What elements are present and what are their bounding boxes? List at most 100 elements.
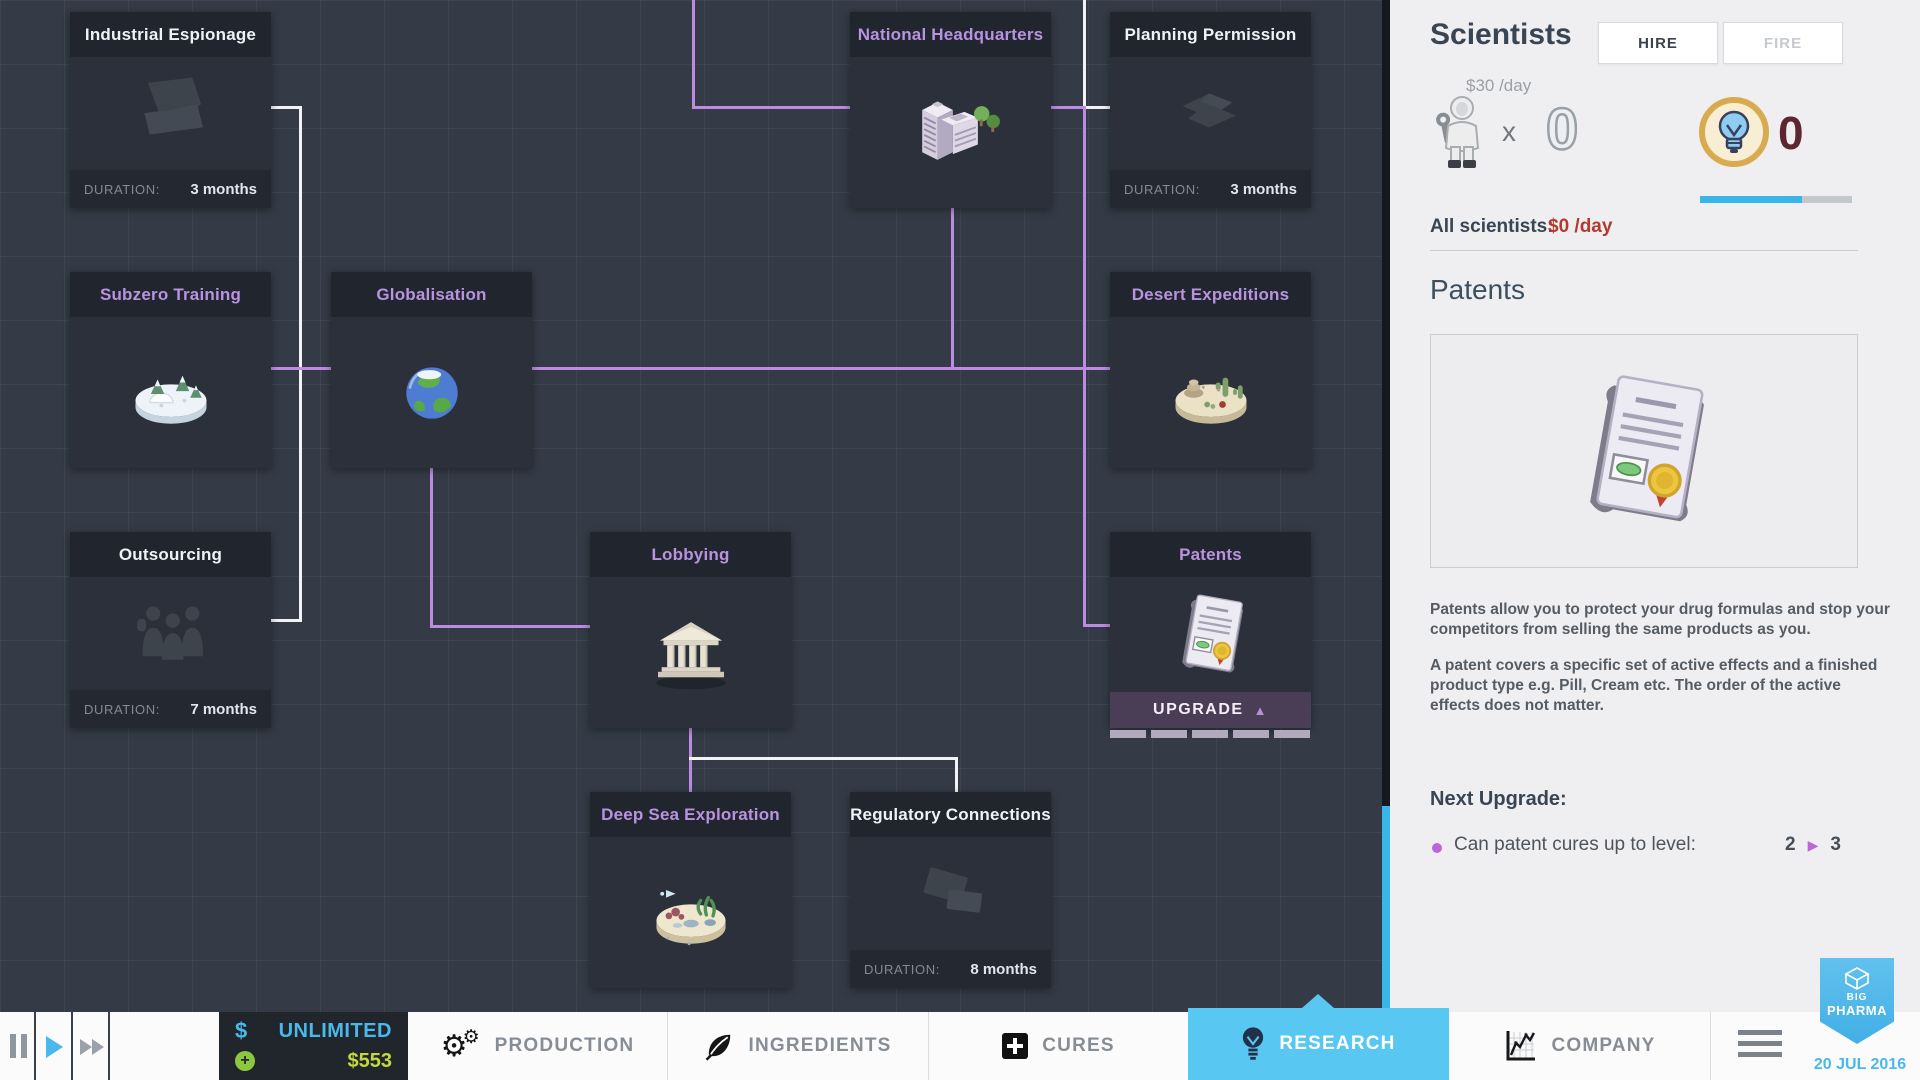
description-paragraph-2: A patent covers a specific set of active… bbox=[1430, 657, 1878, 714]
research-node-lobbying[interactable]: Lobbying bbox=[590, 532, 791, 728]
add-funds-icon: + bbox=[235, 1051, 255, 1071]
bulb-medal-icon bbox=[1699, 97, 1769, 167]
node-title: Globalisation bbox=[376, 284, 487, 304]
separator bbox=[71, 1012, 73, 1080]
research-node-regulatory-connections[interactable]: Regulatory Connections DURATION: 8 month… bbox=[850, 792, 1051, 988]
game-date: 20 JUL 2016 bbox=[1813, 1056, 1907, 1073]
snow-island-icon bbox=[134, 375, 207, 424]
separator bbox=[1710, 1012, 1711, 1080]
connector-line bbox=[692, 0, 695, 109]
upgrade-arrow-icon: ▲ bbox=[1253, 702, 1268, 718]
all-scientists-cost: $0 /day bbox=[1548, 216, 1613, 237]
upgrade-button[interactable]: UPGRADE ▲ bbox=[1110, 692, 1311, 728]
patent-illustration-box bbox=[1430, 334, 1858, 568]
tab-ingredients[interactable]: INGREDIENTS bbox=[668, 1012, 928, 1080]
menu-button[interactable] bbox=[1738, 1030, 1782, 1057]
fast-forward-icon bbox=[92, 1039, 104, 1055]
upgrade-label: UPGRADE bbox=[1153, 701, 1244, 718]
connector-line bbox=[1083, 106, 1086, 627]
duration-value: 3 months bbox=[1230, 180, 1297, 198]
connector-line bbox=[1086, 106, 1110, 109]
all-scientists-label: All scientists: bbox=[1430, 216, 1554, 237]
research-progress-fill bbox=[1700, 196, 1802, 203]
leaf-icon bbox=[706, 1034, 731, 1061]
budget-value: UNLIMITED bbox=[278, 1019, 392, 1042]
multiply-sign: x bbox=[1502, 116, 1516, 147]
documents-icon bbox=[923, 866, 982, 913]
cross-icon bbox=[1002, 1033, 1029, 1059]
chart-icon bbox=[1506, 1031, 1536, 1061]
research-node-outsourcing[interactable]: Outsourcing DURATION: 7 months bbox=[70, 532, 271, 728]
duration-label: DURATION: bbox=[84, 701, 160, 717]
connector-line bbox=[1051, 106, 1083, 109]
research-node-deep-sea-exploration[interactable]: Deep Sea Exploration bbox=[590, 792, 791, 988]
research-node-planning-permission[interactable]: Planning Permission DURATION: 3 months bbox=[1110, 12, 1311, 208]
globe-icon bbox=[405, 366, 458, 419]
node-title: Lobbying bbox=[651, 544, 730, 564]
connector-line bbox=[299, 106, 302, 622]
sea-island-icon bbox=[655, 889, 726, 945]
patent-document-icon bbox=[1181, 594, 1243, 673]
node-title: Desert Expeditions bbox=[1131, 284, 1290, 304]
research-node-national-headquarters[interactable]: National Headquarters bbox=[850, 12, 1051, 208]
node-title: National Headquarters bbox=[857, 24, 1044, 44]
research-points-count: 0 bbox=[1778, 107, 1804, 159]
patents-upgrade-progress bbox=[1110, 730, 1311, 738]
fast-forward-button[interactable] bbox=[80, 1039, 104, 1055]
cube-icon bbox=[1844, 967, 1870, 990]
research-node-subzero-training[interactable]: Subzero Training bbox=[70, 272, 271, 468]
tab-company[interactable]: COMPANY bbox=[1449, 1012, 1710, 1080]
brand-line1: BIG bbox=[1846, 992, 1868, 1003]
scientist-daily-rate: $30 /day bbox=[1466, 76, 1532, 95]
upgrade-level-to: 3 bbox=[1830, 834, 1841, 855]
upgrade-arrow-icon: ▶ bbox=[1807, 836, 1819, 853]
research-node-globalisation[interactable]: Globalisation bbox=[331, 272, 532, 468]
node-title: Deep Sea Exploration bbox=[601, 804, 780, 824]
tab-cures[interactable]: CURES bbox=[929, 1012, 1188, 1080]
duration-label: DURATION: bbox=[84, 181, 160, 197]
connector-line bbox=[430, 625, 590, 628]
patent-document-large-icon bbox=[1590, 375, 1704, 522]
bulb-icon bbox=[1243, 1027, 1264, 1060]
description-paragraph-1: Patents allow you to protect your drug f… bbox=[1430, 601, 1890, 638]
panel-divider-highlight bbox=[1382, 806, 1390, 1012]
buildings-icon bbox=[921, 100, 1000, 160]
research-tree-canvas[interactable]: Industrial Espionage DURATION: 3 months … bbox=[0, 0, 1382, 1012]
fast-forward-icon bbox=[80, 1039, 92, 1055]
cash-value: $553 bbox=[347, 1049, 393, 1072]
connector-line bbox=[1083, 624, 1110, 627]
play-button[interactable] bbox=[46, 1036, 63, 1058]
connector-line bbox=[951, 208, 954, 370]
panel-title: Scientists bbox=[1430, 18, 1572, 51]
separator bbox=[108, 1012, 110, 1080]
duration-value: 7 months bbox=[190, 700, 257, 718]
upgrade-item-label: Can patent cures up to level: bbox=[1454, 834, 1696, 855]
research-progress-bar bbox=[1700, 196, 1852, 203]
active-tab-pointer bbox=[1302, 994, 1334, 1008]
research-node-desert-expeditions[interactable]: Desert Expeditions bbox=[1110, 272, 1311, 468]
connector-line bbox=[689, 757, 958, 760]
research-node-industrial-espionage[interactable]: Industrial Espionage DURATION: 3 months bbox=[70, 12, 271, 208]
blueprint-icon bbox=[1182, 93, 1236, 127]
hire-button[interactable]: HIRE bbox=[1598, 22, 1718, 64]
node-title: Industrial Espionage bbox=[84, 24, 257, 44]
tab-research[interactable]: RESEARCH bbox=[1188, 1008, 1449, 1080]
separator bbox=[34, 1012, 36, 1080]
node-title: Regulatory Connections bbox=[850, 804, 1051, 824]
laptop-icon bbox=[143, 77, 203, 134]
pause-button[interactable] bbox=[10, 1034, 27, 1058]
tab-production[interactable]: ⚙⚙ PRODUCTION bbox=[440, 1027, 635, 1063]
currency-symbol: $ bbox=[235, 1018, 248, 1043]
upgrade-level-change: 2 ▶ 3 bbox=[1785, 834, 1841, 856]
connector-line bbox=[532, 367, 1110, 370]
temple-icon bbox=[655, 621, 726, 689]
scientist-icon bbox=[1436, 96, 1480, 168]
fire-button[interactable]: FIRE bbox=[1723, 22, 1843, 64]
connector-line bbox=[955, 757, 958, 792]
research-node-patents[interactable]: Patents bbox=[1110, 532, 1311, 728]
connector-line bbox=[430, 468, 433, 628]
panel-divider bbox=[1382, 0, 1390, 806]
upgrade-level-from: 2 bbox=[1785, 834, 1796, 855]
node-title: Patents bbox=[1179, 544, 1242, 564]
